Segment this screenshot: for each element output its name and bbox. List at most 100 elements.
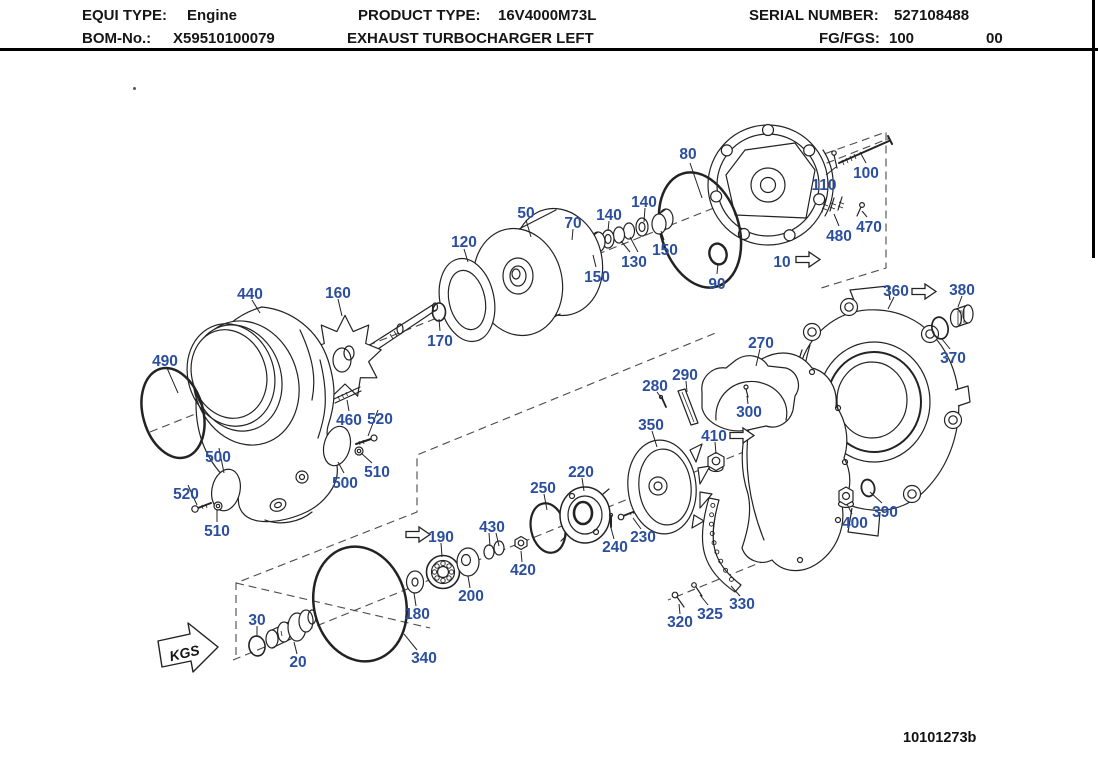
equi-type-label: EQUI TYPE:: [82, 7, 168, 24]
part-520-screw-right: [355, 434, 378, 446]
part-label-430-39: 430: [479, 519, 505, 536]
direction-arrow-icon: [795, 250, 822, 269]
part-340-oring: [311, 545, 409, 663]
part-label-140-8: 140: [631, 194, 657, 211]
part-label-290-33: 290: [672, 367, 698, 384]
part-490-oring: [140, 366, 206, 460]
header-rule: [0, 48, 1098, 51]
part-510-washer-left: [213, 501, 223, 511]
part-label-130-9: 130: [621, 254, 647, 271]
part-170-ring: [431, 302, 447, 322]
part-80-oring: [657, 171, 743, 289]
part-label-390-29: 390: [872, 504, 898, 521]
drawing-number: 10101273b: [903, 730, 977, 746]
part-390-ring: [860, 478, 876, 498]
part-220-bearing-housing: [559, 486, 611, 544]
part-label-100-1: 100: [853, 165, 879, 182]
part-110-screw: [831, 150, 838, 169]
part-label-440-16: 440: [237, 286, 263, 303]
bom-no-label: BOM-No.:: [82, 30, 152, 47]
direction-arrow-icon: [911, 282, 938, 301]
assembly-title: EXHAUST TURBOCHARGER LEFT: [347, 30, 594, 47]
fg-fgs-label: FG/FGS:: [819, 30, 880, 47]
part-label-500-23: 500: [205, 449, 231, 466]
part-350-compressor-wheel: [627, 439, 713, 535]
part-label-150-7: 150: [652, 242, 678, 259]
part-label-410-36: 410: [701, 428, 727, 445]
part-430-rings: [483, 540, 505, 560]
part-label-200-44: 200: [458, 588, 484, 605]
direction-arrow-icon: [405, 525, 432, 544]
part-420-nut: [514, 535, 528, 551]
part-325-screw: [691, 582, 703, 597]
part-410-nut: [707, 451, 725, 473]
bom-no-value: X59510100079: [173, 30, 275, 47]
part-label-180-45: 180: [404, 606, 430, 623]
part-label-140-10: 140: [596, 207, 622, 224]
serial-number-label: SERIAL NUMBER:: [749, 7, 879, 24]
part-20-connector: [265, 609, 317, 649]
part-label-490-18: 490: [152, 353, 178, 370]
part-label-380-27: 380: [949, 282, 975, 299]
part-400-nut: [837, 486, 855, 509]
part-500-gasket-left: [211, 468, 241, 512]
product-type-label: PRODUCT TYPE:: [358, 7, 481, 24]
part-label-340-48: 340: [411, 650, 437, 667]
part-label-480-3: 480: [826, 228, 852, 245]
part-label-160-17: 160: [325, 285, 351, 302]
part-290-strip: [677, 388, 699, 426]
serial-number-value: 527108488: [894, 7, 970, 24]
part-520-screw-left: [191, 502, 212, 513]
parts: KGS: [140, 123, 974, 673]
part-label-460-19: 460: [336, 412, 362, 429]
part-330-strip: [701, 497, 742, 593]
part-label-10-5: 10: [773, 254, 790, 271]
direction-arrows: [405, 250, 938, 544]
part-180-washer: [405, 570, 425, 594]
part-500-gasket-right: [322, 425, 352, 467]
part-100-bolt: [838, 135, 893, 166]
part-label-90-6: 90: [708, 276, 725, 293]
part-label-70-12: 70: [564, 215, 581, 232]
part-30-oring: [248, 635, 266, 657]
part-label-240-41: 240: [602, 539, 628, 556]
part-label-20-47: 20: [289, 654, 306, 671]
part-label-400-30: 400: [842, 515, 868, 532]
part-label-270-31: 270: [748, 335, 774, 352]
part-label-170-15: 170: [427, 333, 453, 350]
part-480-pins: [821, 196, 845, 213]
part-label-320-50: 320: [667, 614, 693, 631]
part-label-220-37: 220: [568, 464, 594, 481]
part-200-disc: [456, 547, 480, 577]
part-label-500-22: 500: [332, 475, 358, 492]
part-460-stud: [333, 386, 362, 404]
part-label-50-13: 50: [517, 205, 534, 222]
product-type-value: 16V4000M73L: [498, 7, 597, 24]
part-label-330-49: 330: [729, 596, 755, 613]
part-270-heat-shield: [701, 355, 799, 432]
part-10-bearing-cover: [707, 123, 834, 246]
page-right-border: [1092, 0, 1095, 258]
part-label-520-24: 520: [173, 486, 199, 503]
part-240-pin: [608, 512, 614, 528]
part-140-ring-right: [635, 217, 649, 237]
kgs-arrow: KGS: [157, 622, 219, 673]
part-label-520-20: 520: [367, 411, 393, 428]
fg-fgs-value: 100: [889, 30, 915, 47]
part-label-190-43: 190: [428, 529, 454, 546]
part-label-510-21: 510: [364, 464, 390, 481]
part-label-510-25: 510: [204, 523, 230, 540]
part-shaft: [361, 302, 439, 358]
part-label-350-35: 350: [638, 417, 664, 434]
part-150-sleeve-right: [651, 208, 674, 235]
part-470-screw: [856, 202, 865, 217]
part-label-420-40: 420: [510, 562, 536, 579]
part-label-80-0: 80: [679, 146, 696, 163]
part-320-screw: [671, 591, 685, 608]
part-label-250-38: 250: [530, 480, 556, 497]
part-label-150-11: 150: [584, 269, 610, 286]
part-label-30-46: 30: [248, 612, 265, 629]
fg-fgs-value2: 00: [986, 30, 1003, 47]
